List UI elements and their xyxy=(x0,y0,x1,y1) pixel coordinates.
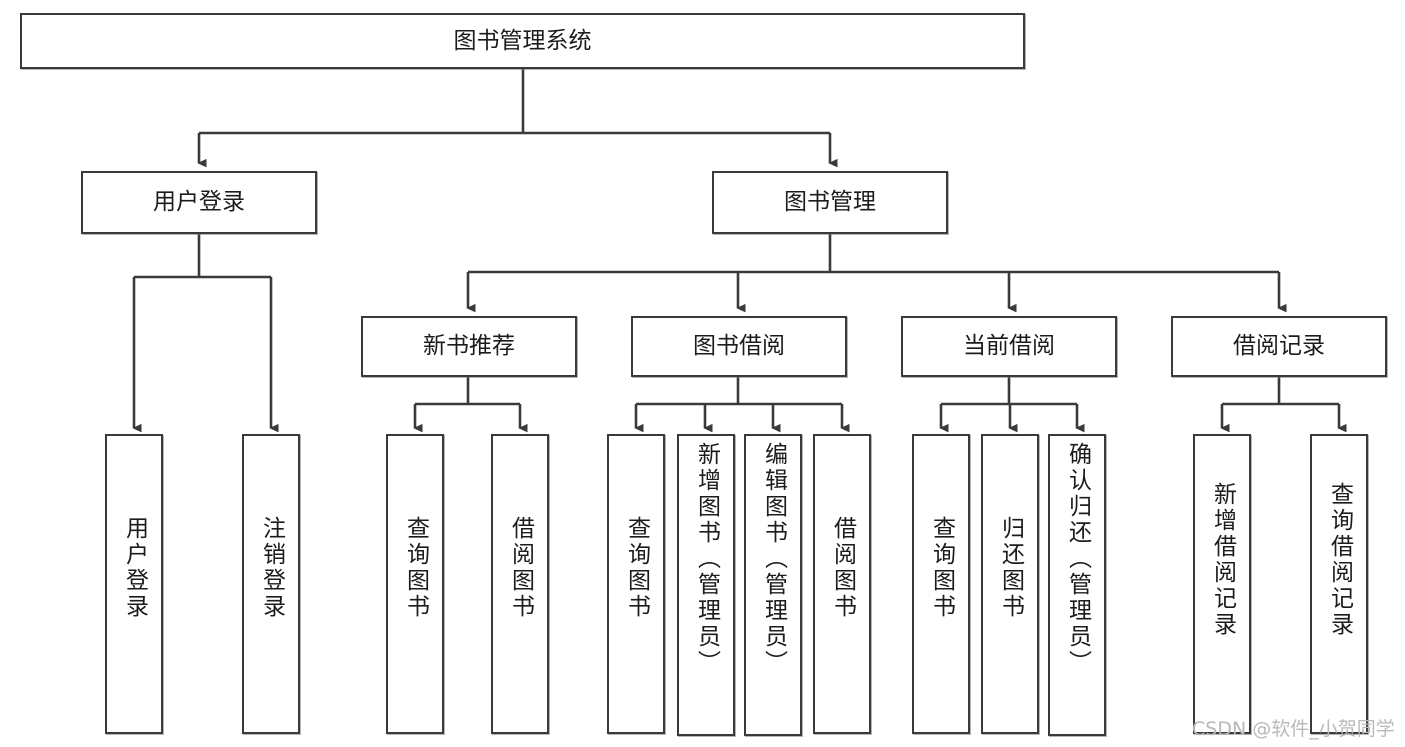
leaf-query-book-current[interactable]: 查询图书 xyxy=(912,434,970,734)
node-label: 注销登录 xyxy=(258,516,285,620)
node-label: 归还图书 xyxy=(997,516,1024,620)
node-borrow-record[interactable]: 借阅记录 xyxy=(1171,316,1387,377)
csdn-watermark: CSDN @软件_小贺同学 xyxy=(1192,718,1395,740)
node-label: 当前借阅 xyxy=(963,333,1055,360)
node-label: 借阅记录 xyxy=(1233,333,1325,360)
node-label: 查询图书 xyxy=(623,516,650,620)
node-label: 图书管理 xyxy=(784,189,876,216)
node-label: 借阅图书 xyxy=(507,516,534,620)
node-label: 编辑图书（管理员） xyxy=(760,442,787,676)
leaf-logout-login[interactable]: 注销登录 xyxy=(242,434,300,734)
leaf-query-borrow-record[interactable]: 查询借阅记录 xyxy=(1310,434,1368,734)
node-label: 新增图书（管理员） xyxy=(693,442,720,676)
node-root-system[interactable]: 图书管理系统 xyxy=(20,13,1025,69)
leaf-edit-book-admin[interactable]: 编辑图书（管理员） xyxy=(744,434,802,736)
node-label: 用户登录 xyxy=(153,189,245,216)
node-current-borrow[interactable]: 当前借阅 xyxy=(901,316,1117,377)
leaf-return-book[interactable]: 归还图书 xyxy=(981,434,1039,734)
node-label: 查询借阅记录 xyxy=(1326,482,1353,638)
node-label: 新书推荐 xyxy=(423,333,515,360)
leaf-query-book-new[interactable]: 查询图书 xyxy=(386,434,444,734)
leaf-add-book-admin[interactable]: 新增图书（管理员） xyxy=(677,434,735,736)
node-label: 查询图书 xyxy=(402,516,429,620)
node-user-login[interactable]: 用户登录 xyxy=(81,171,317,234)
leaf-query-book-borrow[interactable]: 查询图书 xyxy=(607,434,665,734)
leaf-user-login[interactable]: 用户登录 xyxy=(105,434,163,734)
leaf-add-borrow-record[interactable]: 新增借阅记录 xyxy=(1193,434,1251,734)
leaf-borrow-book-borrow[interactable]: 借阅图书 xyxy=(813,434,871,734)
node-book-manage[interactable]: 图书管理 xyxy=(712,171,948,234)
node-label: 新增借阅记录 xyxy=(1209,482,1236,638)
leaf-borrow-book-new[interactable]: 借阅图书 xyxy=(491,434,549,734)
node-label: 用户登录 xyxy=(121,516,148,620)
node-label: 图书借阅 xyxy=(693,333,785,360)
node-label: 确认归还（管理员） xyxy=(1064,442,1091,676)
leaf-confirm-return-admin[interactable]: 确认归还（管理员） xyxy=(1048,434,1106,736)
node-label: 查询图书 xyxy=(928,516,955,620)
node-new-book-recommend[interactable]: 新书推荐 xyxy=(361,316,577,377)
node-label: 借阅图书 xyxy=(829,516,856,620)
node-label: 图书管理系统 xyxy=(453,27,592,54)
node-book-borrow[interactable]: 图书借阅 xyxy=(631,316,847,377)
